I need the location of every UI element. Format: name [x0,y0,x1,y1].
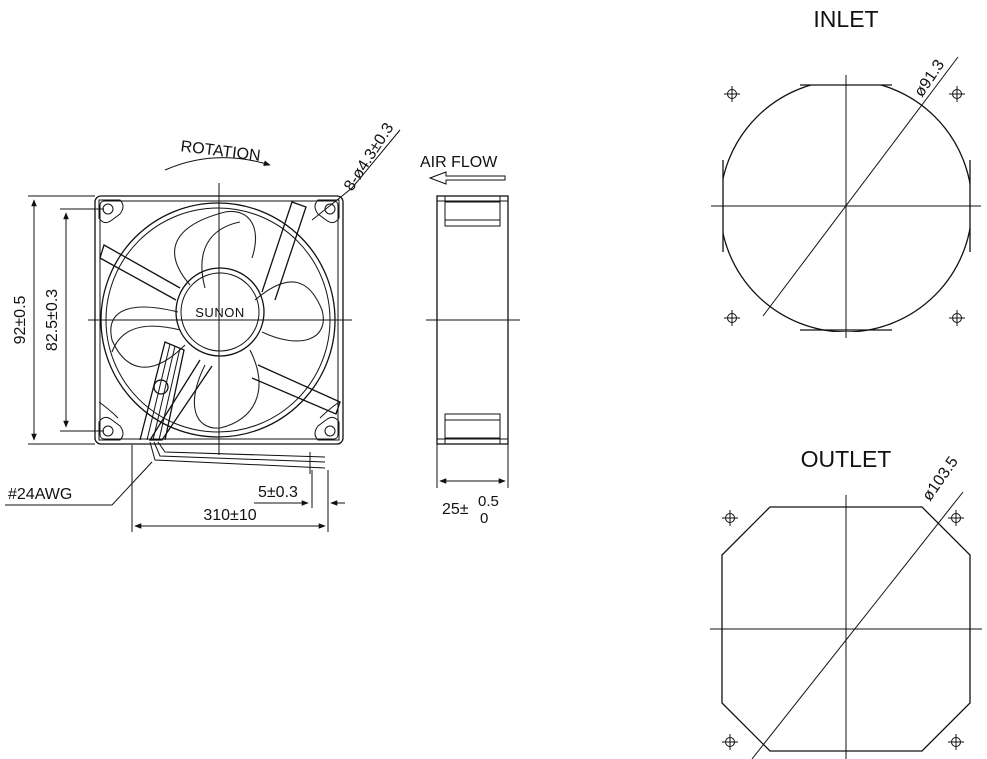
outlet-hole-mark [947,509,965,527]
dim-depth-upper: 0.5 [478,493,499,510]
inlet-hole-mark [948,309,966,327]
airflow-label: AIR FLOW [420,154,498,171]
fan-hub [175,267,265,357]
brand-logo: SUNON [195,305,244,320]
mounting-hole-top-right [314,199,340,224]
wire-gauge-label: #24AWG [8,486,72,503]
outlet-title: OUTLET [801,446,892,472]
dim-lead-length: 310±10 [203,507,256,524]
dim-hole-pitch: 82.5±0.3 [44,289,61,351]
inlet-hole-mark [948,85,966,103]
mounting-hole-bottom-left [98,401,124,441]
mounting-hole-bottom-right [314,401,340,441]
dim-strip: 5±0.3 [258,484,298,501]
mounting-hole-top-left [98,199,124,224]
fan-front-view: SUNON ROTATION 8-ø4.3±0.3 92±0.5 82.5±0.… [5,120,401,532]
fan-spokes [99,201,341,441]
outlet-hole-mark [721,733,739,751]
lead-wires [149,441,326,474]
fan-profile-view: AIR FLOW 25± 0.5 0 [420,154,520,527]
dim-depth-base: 25± [442,501,469,518]
outlet-hole-mark [947,733,965,751]
dim-height: 92±0.5 [12,295,29,344]
cable-channel [139,341,185,441]
airflow-arrow [428,171,506,185]
outlet-hole-mark [721,509,739,527]
dim-depth-lower: 0 [480,510,488,527]
outlet-diameter: ø103.5 [919,454,962,505]
inlet-hole-mark [723,85,741,103]
inlet-title: INLET [813,6,878,32]
inlet-cutout-view: INLET ø91.3 [711,6,981,338]
outlet-cutout-view: OUTLET ø103.5 [710,446,982,759]
fan-blades [110,210,324,429]
hole-callout: 8-ø4.3±0.3 [341,120,397,194]
inlet-hole-mark [723,309,741,327]
